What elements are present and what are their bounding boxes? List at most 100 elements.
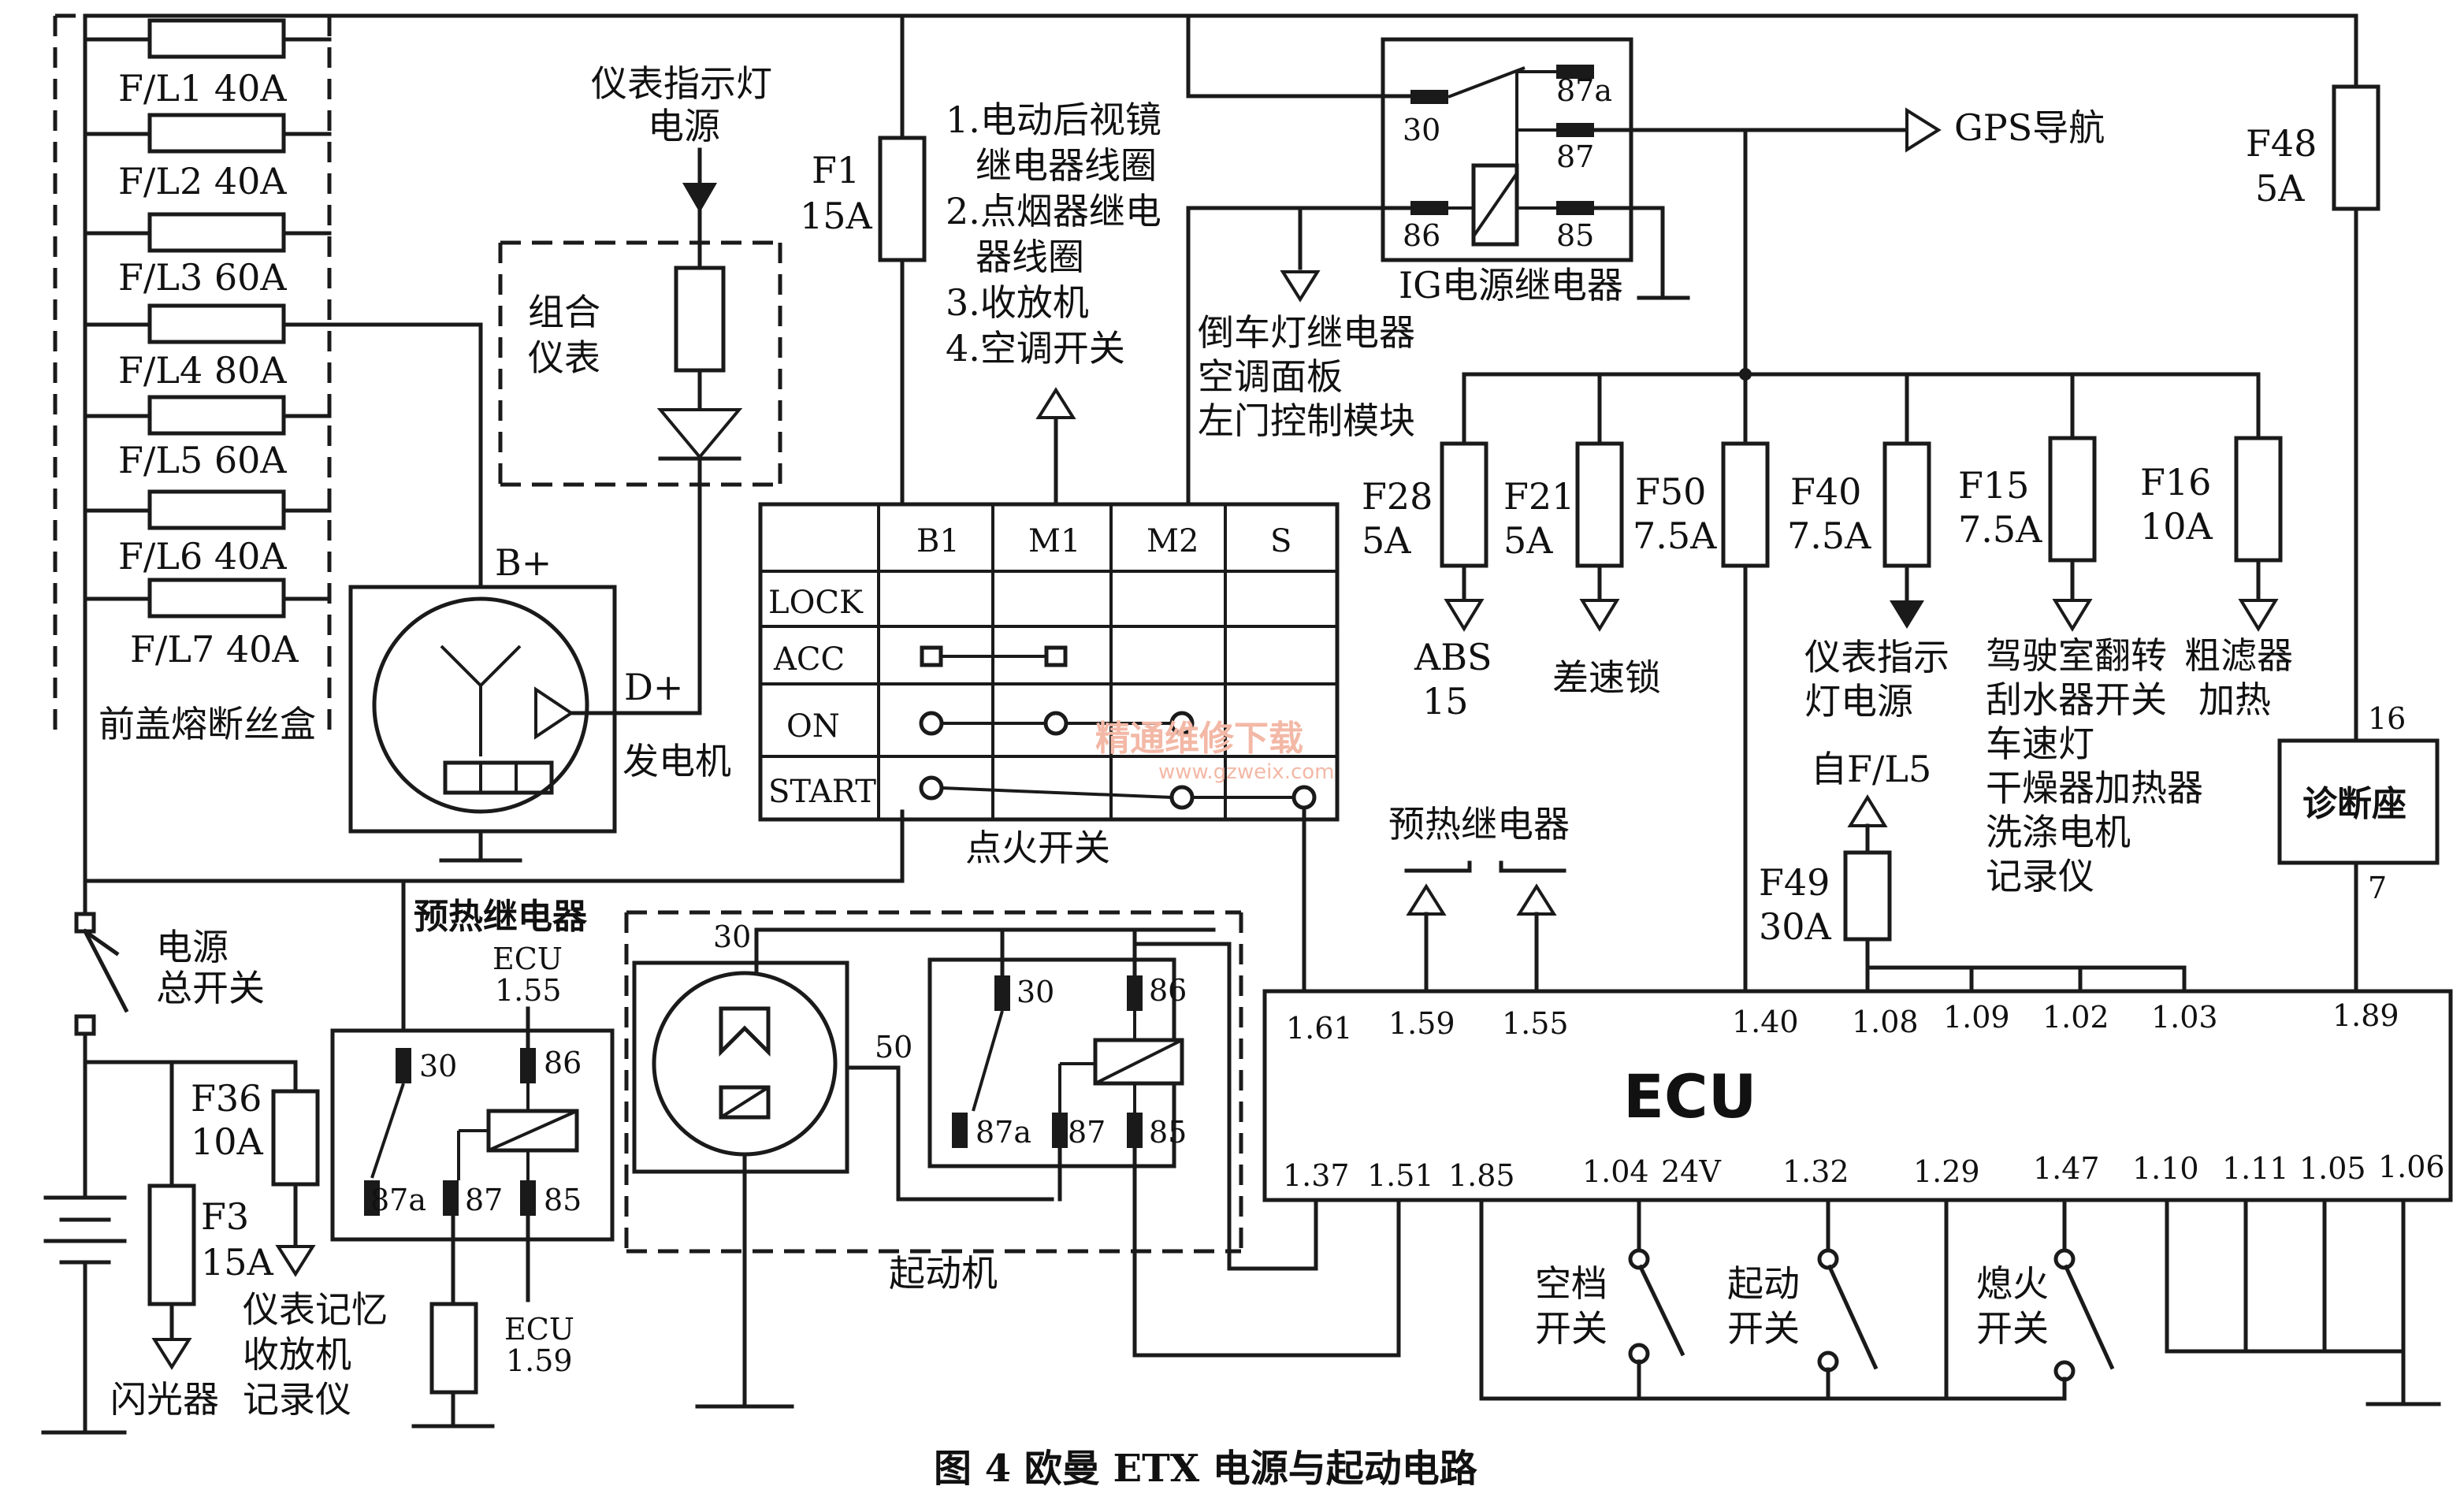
ecu-pin: 1.11 (2222, 1151, 2289, 1186)
load-label: ABS (1414, 636, 1492, 678)
arrow-down-icon (1579, 599, 1620, 632)
fuse-fl3 (147, 212, 286, 253)
fuse-f15 (2048, 436, 2097, 563)
fuse-f16 (2234, 436, 2283, 563)
ecu-pin: 1.02 (2042, 1000, 2109, 1035)
ecu-ref: 1.59 (506, 1343, 573, 1378)
load-label: 灯电源 (1804, 680, 1913, 723)
fuse-f49 (1843, 850, 1892, 942)
load-label: 驾驶室翻转 (1986, 634, 2167, 677)
load-label: 左门控制模块 (1198, 399, 1415, 442)
fuse-f1 (878, 136, 927, 262)
arrow-up-icon (1035, 387, 1076, 419)
load-label: 洗涤电机 (1986, 811, 2131, 853)
pin-label: 85 (1556, 218, 1594, 253)
f48-rating: 5A (2255, 167, 2305, 210)
fuse-rating: 5A (1362, 519, 1411, 562)
note-line: 继电器线圈 (976, 144, 1157, 187)
pin-label: 87a (370, 1183, 426, 1217)
load-label: 干燥器加热器 (1986, 767, 2203, 809)
pin-label: 86 (1403, 218, 1440, 253)
ecu-pin: 24V (1661, 1154, 1721, 1189)
ecu-pin: 1.85 (1448, 1158, 1515, 1193)
fuse-label-fl6: F/L6 40A (118, 535, 287, 578)
arrow-up-icon (1847, 794, 1888, 827)
load-label: 记录仪 (243, 1378, 351, 1421)
diag-label: 诊断座 (2302, 784, 2406, 824)
load-label: 15 (1422, 680, 1469, 723)
instrument-cluster: 仪表指示灯 电源 组合 仪表 (498, 62, 782, 696)
pin-label: 86 (544, 1046, 582, 1080)
diag-group: F48 5A 诊断座 16 7 (2246, 84, 2440, 994)
ecu-box (1262, 989, 2453, 1202)
preheat-relay-top-label: 预热继电器 (1388, 803, 1570, 845)
ecu-pin: 1.29 (1913, 1154, 1980, 1189)
motor-icon (719, 1006, 771, 1057)
ecu-pin: 1.32 (1782, 1154, 1849, 1189)
switch-label: 起动 (1727, 1262, 1800, 1305)
ignition-switch: B1 M1 M2 S LOCK ACC ON START 点火开关 精通维修下载… (758, 502, 1340, 994)
fuse-label-fl4: F/L4 80A (118, 349, 287, 392)
f36-rating: 10A (191, 1120, 264, 1163)
load-label: 仪表指示 (1804, 636, 1949, 678)
ecu-pin: 1.06 (2378, 1150, 2445, 1184)
fuse-rating: 7.5A (1787, 515, 1871, 557)
note-line: 4.空调开关 (946, 327, 1125, 370)
fuse-name: F50 (1635, 470, 1706, 513)
f1-rating: 15A (800, 195, 873, 237)
switch-row: LOCK (768, 585, 864, 621)
ecu-pin: 1.04 (1582, 1154, 1649, 1189)
pin-label: 30 (1403, 113, 1440, 147)
fuse-label-fl5: F/L5 60A (118, 439, 287, 481)
ecu-label: ECU (1623, 1061, 1756, 1131)
fuse-fl6 (147, 489, 286, 530)
ecu-pin: 1.59 (1388, 1006, 1455, 1041)
ecu-pin: 1.10 (2132, 1151, 2199, 1186)
switch-label: 熄火 (1976, 1262, 2049, 1305)
fuse-name: F40 (1790, 470, 1861, 513)
switch-col: S (1270, 523, 1291, 559)
fuse-f40 (1882, 441, 1931, 568)
from-fl5-label: 自F/L5 (1811, 748, 1931, 790)
ecu-pin: 1.03 (2151, 1000, 2218, 1035)
ecu-pin: 1.55 (1502, 1006, 1569, 1041)
fuse-fl7 (147, 578, 286, 619)
note-line: 2.点烟器继电 (946, 190, 1161, 232)
load-label: 车速灯 (1986, 723, 2094, 765)
fuse-name: F15 (1958, 464, 2029, 507)
note-line: 3.收放机 (946, 281, 1089, 324)
diag-connector (2277, 738, 2440, 865)
arrow-down-icon (682, 183, 717, 213)
master-switch-label: 电源 (156, 926, 229, 968)
generator-label: 发电机 (623, 740, 731, 782)
fuse-f50 (1721, 441, 1770, 568)
preheat-relay: 预热继电器 ECU 1.55 30 86 87a 87 85 ECU 1.59 (330, 879, 615, 1429)
pin-label: 87 (465, 1183, 503, 1217)
switch-label: 开关 (1535, 1307, 1607, 1350)
ecu-pin: 1.09 (1943, 1000, 2010, 1035)
fuse-label-fl3: F/L3 60A (118, 256, 287, 299)
pin-label: 87a (976, 1115, 1031, 1150)
branch-fuses: F28 5A F21 5A F50 7.5A F40 7.5A F15 7.5A… (1362, 368, 2293, 994)
note-line: 1.电动后视镜 (946, 98, 1161, 141)
pin-label: 87 (1556, 139, 1594, 174)
preheat-relay-top: 预热继电器 (1388, 803, 1570, 994)
arrow-down-icon (151, 1338, 192, 1370)
cluster-line2: 仪表 (528, 336, 600, 379)
ecu-pin: 1.47 (2033, 1151, 2100, 1186)
starter-label: 起动机 (889, 1252, 998, 1295)
generator-dplus: D+ (624, 666, 683, 708)
load-label: 粗滤器 (2184, 634, 2293, 677)
f48-name: F48 (2246, 122, 2317, 165)
fuse-f48 (2332, 84, 2380, 211)
arrow-up-icon (1406, 883, 1447, 916)
ecu-pin: 1.51 (1367, 1158, 1434, 1193)
fuse-rating: 7.5A (1633, 515, 1717, 557)
indicator-power-line1: 仪表指示灯 (591, 62, 772, 105)
pin-label: 30 (713, 920, 751, 954)
fuse-box: F/L1 40A F/L2 40A F/L3 60A F/L4 80A F/L5… (53, 13, 2358, 883)
fuse-rating: 7.5A (1958, 508, 2042, 551)
watermark: 精通维修下载 (1095, 719, 1303, 759)
